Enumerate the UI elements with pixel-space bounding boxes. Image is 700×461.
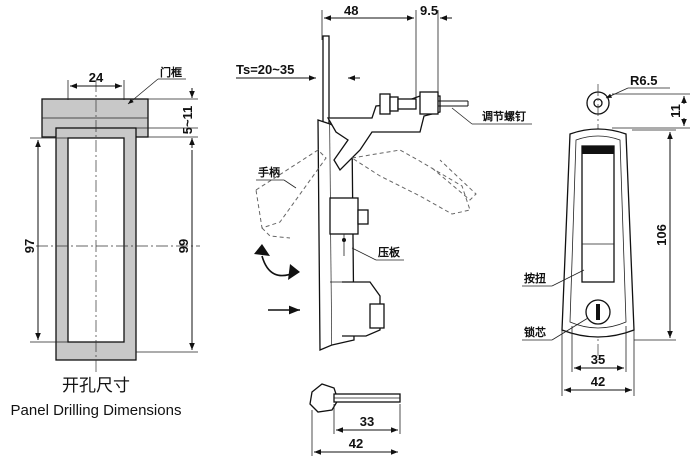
dim-9-5: 9.5 <box>420 3 438 18</box>
panel-drilling-view: 24 门框 5~11 97 99 开孔尺寸 Panel Drilling Dim… <box>11 65 200 419</box>
door-panel <box>322 35 330 129</box>
caption-cn: 开孔尺寸 <box>62 376 130 396</box>
dim-42-front: 42 <box>591 374 605 389</box>
ghost-handle <box>255 149 327 229</box>
dim-42-key: 42 <box>349 436 363 451</box>
front-view: R6.5 11 106 按扭 锁芯 35 <box>522 73 690 396</box>
label-lock-core: 锁芯 <box>524 325 546 339</box>
key-head <box>309 383 339 413</box>
side-view: 48 9.5 Ts=20~35 调节螺钉 <box>236 3 532 351</box>
ghost-cam <box>350 149 471 215</box>
dim-35: 35 <box>591 352 605 367</box>
dim-ts: Ts=20~35 <box>236 62 294 77</box>
bolt-block <box>329 197 359 235</box>
lock-body-front <box>317 119 333 351</box>
dim-97: 97 <box>22 239 37 253</box>
dim-48: 48 <box>344 3 358 18</box>
caption-en: Panel Drilling Dimensions <box>11 402 182 419</box>
label-handle: 手柄 <box>258 165 280 179</box>
dim-11: 11 <box>668 104 683 118</box>
dim-24: 24 <box>89 70 104 85</box>
label-pressure-plate: 压板 <box>378 245 401 259</box>
dim-r6-5: R6.5 <box>630 73 657 88</box>
label-adjust-screw: 调节螺钉 <box>482 109 526 123</box>
dim-99: 99 <box>176 239 191 253</box>
key-view: 33 42 <box>309 383 401 456</box>
dim-5-11: 5~11 <box>180 106 195 135</box>
dim-106: 106 <box>654 224 669 246</box>
dim-33: 33 <box>360 414 374 429</box>
push-button <box>581 145 615 283</box>
label-door-frame: 门框 <box>160 65 182 79</box>
label-button: 按扭 <box>524 271 546 285</box>
